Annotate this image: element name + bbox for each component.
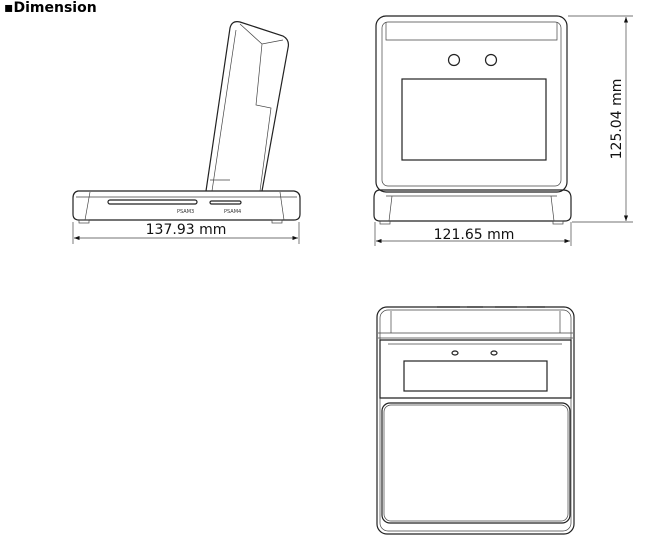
side-width-label: 137.93 mm — [146, 222, 227, 238]
top-outline — [376, 306, 575, 535]
top-view — [376, 306, 575, 535]
front-height-label: 125.04 mm — [609, 79, 625, 160]
bullet: ▪ — [4, 0, 14, 16]
device-frame — [375, 15, 568, 193]
camera-left — [447, 53, 461, 67]
front-base — [373, 189, 572, 222]
psam3-slot — [107, 199, 198, 205]
card-reader-pad — [381, 402, 571, 524]
top-display — [403, 360, 548, 392]
face-panel — [379, 339, 572, 399]
side-view: PSAM3 PSAM4 137.93 mm — [72, 21, 301, 244]
base — [72, 190, 301, 221]
front-width-label: 121.65 mm — [434, 227, 515, 243]
psam4-slot — [209, 200, 242, 205]
camera-right — [484, 53, 498, 67]
psam3-label: PSAM3 — [177, 209, 194, 215]
tablet-body — [205, 21, 290, 192]
psam4-label: PSAM4 — [224, 209, 241, 215]
front-view: 121.65 mm 125.04 mm — [373, 15, 633, 246]
section-title-text: Dimension — [13, 0, 97, 16]
display — [401, 78, 547, 161]
section-title: ▪Dimension — [4, 0, 97, 16]
